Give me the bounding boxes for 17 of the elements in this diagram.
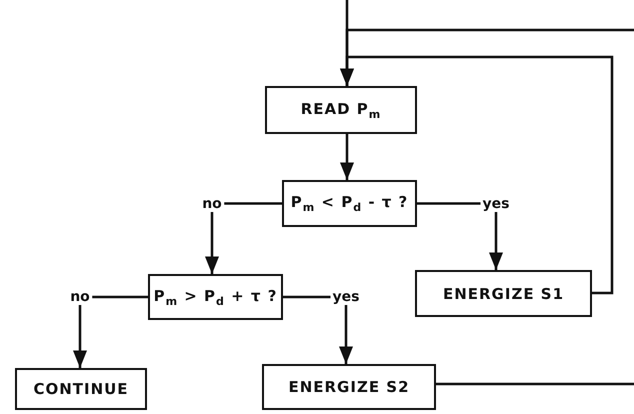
connector-line: [436, 382, 634, 386]
process-box: [265, 86, 417, 134]
box-text: CONTINUE: [33, 380, 129, 398]
connector-line: [340, 134, 354, 180]
process-box: [148, 274, 283, 320]
connector-line: [205, 202, 282, 274]
process-box: [15, 368, 147, 410]
connector-line: [340, 56, 614, 294]
box-text: ENERGIZE S1: [442, 284, 564, 302]
process-box: [415, 270, 592, 317]
box-text: P$_{m}$ > P$_{d}$ + τ ?: [154, 286, 278, 308]
box-text: READ P$_{m}$: [300, 100, 382, 120]
process-box: [262, 364, 436, 410]
box-text: P$_{m}$ < P$_{d}$ - τ ?: [290, 193, 408, 214]
connector-line: [73, 296, 148, 368]
box-text: ENERGIZE S2: [288, 378, 410, 396]
process-box: [282, 180, 417, 227]
